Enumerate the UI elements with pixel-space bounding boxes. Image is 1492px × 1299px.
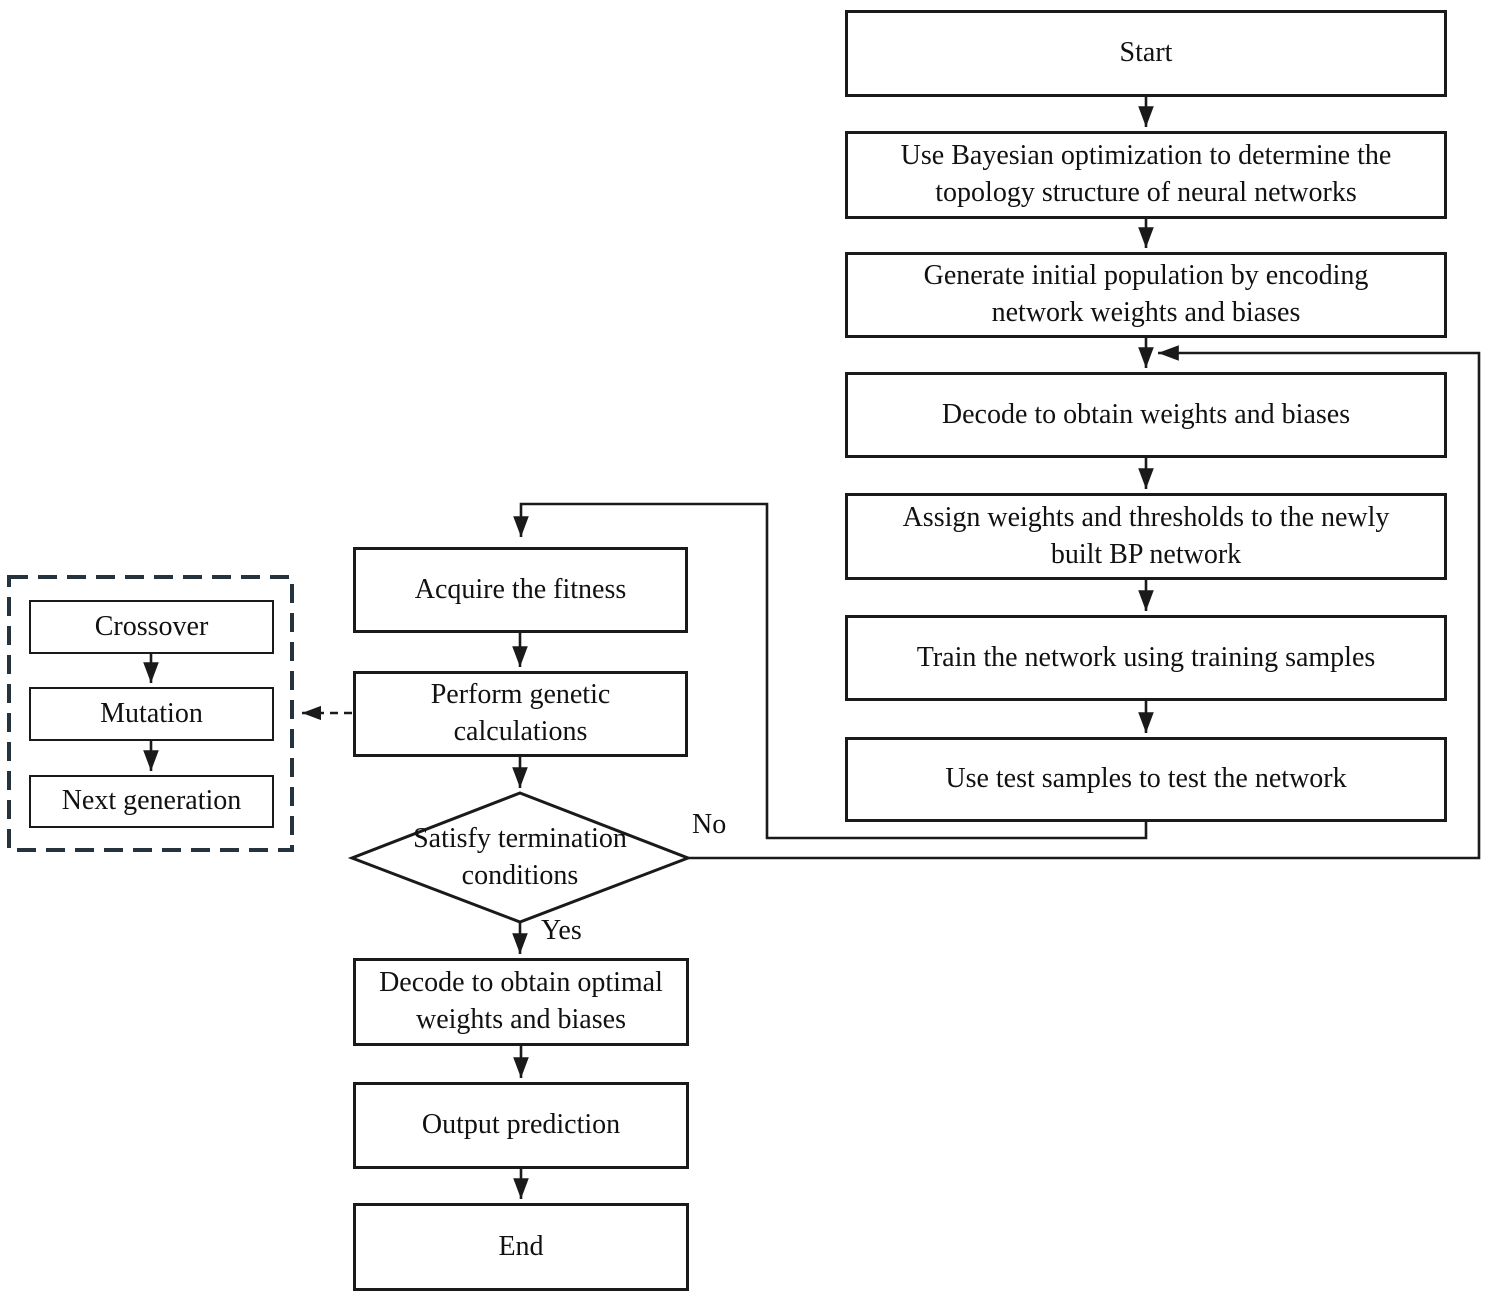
- branch-label-yes: Yes: [541, 915, 582, 946]
- node-train-network: Train the network using training samples: [845, 615, 1447, 701]
- node-next-generation: Next generation: [29, 775, 274, 828]
- node-mutation: Mutation: [29, 687, 274, 741]
- node-generate-initial-population: Generate initial population by encoding …: [845, 252, 1447, 338]
- edge-no-feedback-loop: [688, 345, 1481, 860]
- genetic-ops-group-border: [7, 575, 294, 852]
- node-end: End: [353, 1203, 689, 1291]
- node-test-network: Use test samples to test the network: [845, 737, 1447, 822]
- decision-satisfy-termination-label: Satisfy termination conditions: [413, 823, 627, 892]
- node-output-prediction: Output prediction: [353, 1082, 689, 1169]
- node-acquire-fitness: Acquire the fitness: [353, 547, 688, 633]
- branch-label-no: No: [692, 809, 727, 840]
- node-bayesian-optimization: Use Bayesian optimization to determine t…: [845, 131, 1447, 219]
- decision-diamond-shape: [347, 791, 693, 924]
- node-decode-weights-biases: Decode to obtain weights and biases: [845, 372, 1447, 458]
- node-perform-genetic-calculations: Perform genetic calculations: [353, 671, 688, 757]
- edge-test-to-acquire: [513, 502, 1148, 840]
- node-assign-weights-thresholds: Assign weights and thresholds to the new…: [845, 493, 1447, 580]
- node-crossover: Crossover: [29, 600, 274, 654]
- node-start: Start: [845, 10, 1447, 97]
- node-decode-optimal-weights: Decode to obtain optimal weights and bia…: [353, 958, 689, 1046]
